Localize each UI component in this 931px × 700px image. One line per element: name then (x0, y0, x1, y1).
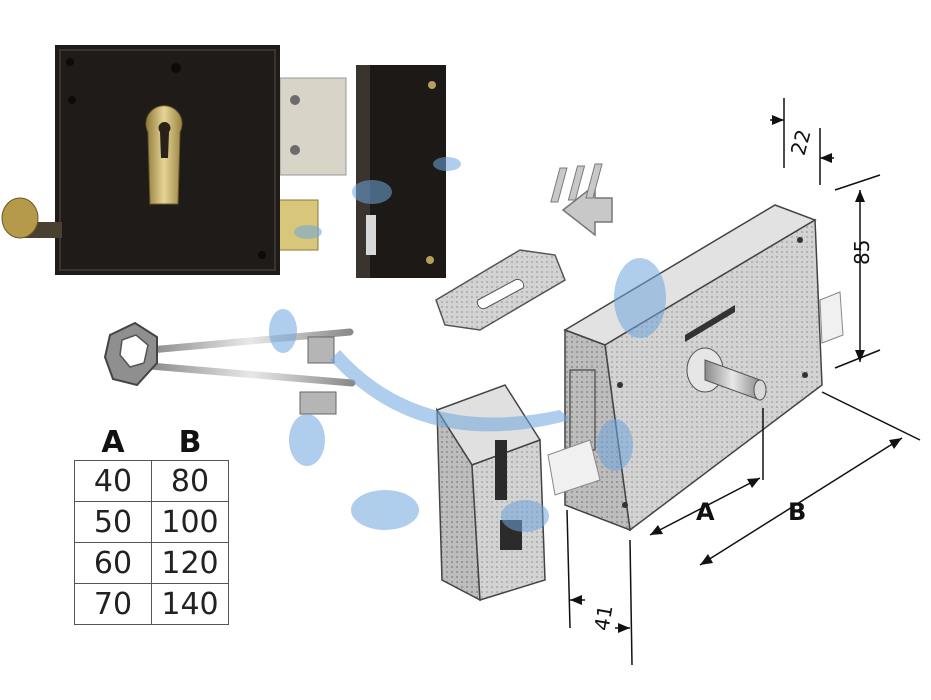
dimension-arrowheads (570, 115, 902, 633)
size-table-row: 70 140 (74, 583, 229, 625)
size-table-header-b: B (178, 424, 202, 460)
dimension-label-height: 85 (850, 240, 874, 265)
size-table-row: 50 100 (74, 501, 229, 543)
lock-photo (1, 45, 347, 275)
dimension-label-depth: 22 (786, 127, 816, 158)
direction-arrow (550, 163, 613, 237)
size-table-cell-b: 120 (151, 542, 229, 584)
dimension-label-width: B (788, 498, 806, 526)
size-table-cell-b: 80 (151, 460, 229, 502)
watermark-logo (269, 157, 666, 532)
size-table: A B 40 80 50 100 60 120 70 140 (74, 424, 229, 625)
size-table-cell-a: 40 (74, 460, 152, 502)
lock-body-drawing (547, 204, 844, 532)
size-table-cell-a: 60 (74, 542, 152, 584)
keeper-photo (356, 65, 446, 278)
cover-plate-drawing (435, 249, 566, 331)
size-table-header-a: A (101, 424, 125, 460)
size-table-cell-b: 140 (151, 583, 229, 625)
keys-photo (103, 321, 356, 415)
size-table-header-row: A B (75, 424, 229, 461)
size-table-cell-b: 100 (151, 501, 229, 543)
size-table-row: 60 120 (74, 542, 229, 584)
dimension-label-strike-depth: 41 (589, 603, 617, 632)
size-table-row: 40 80 (74, 460, 229, 502)
dimension-label-backset: A (696, 498, 715, 526)
size-table-cell-a: 70 (74, 583, 152, 625)
size-table-cell-a: 50 (74, 501, 152, 543)
